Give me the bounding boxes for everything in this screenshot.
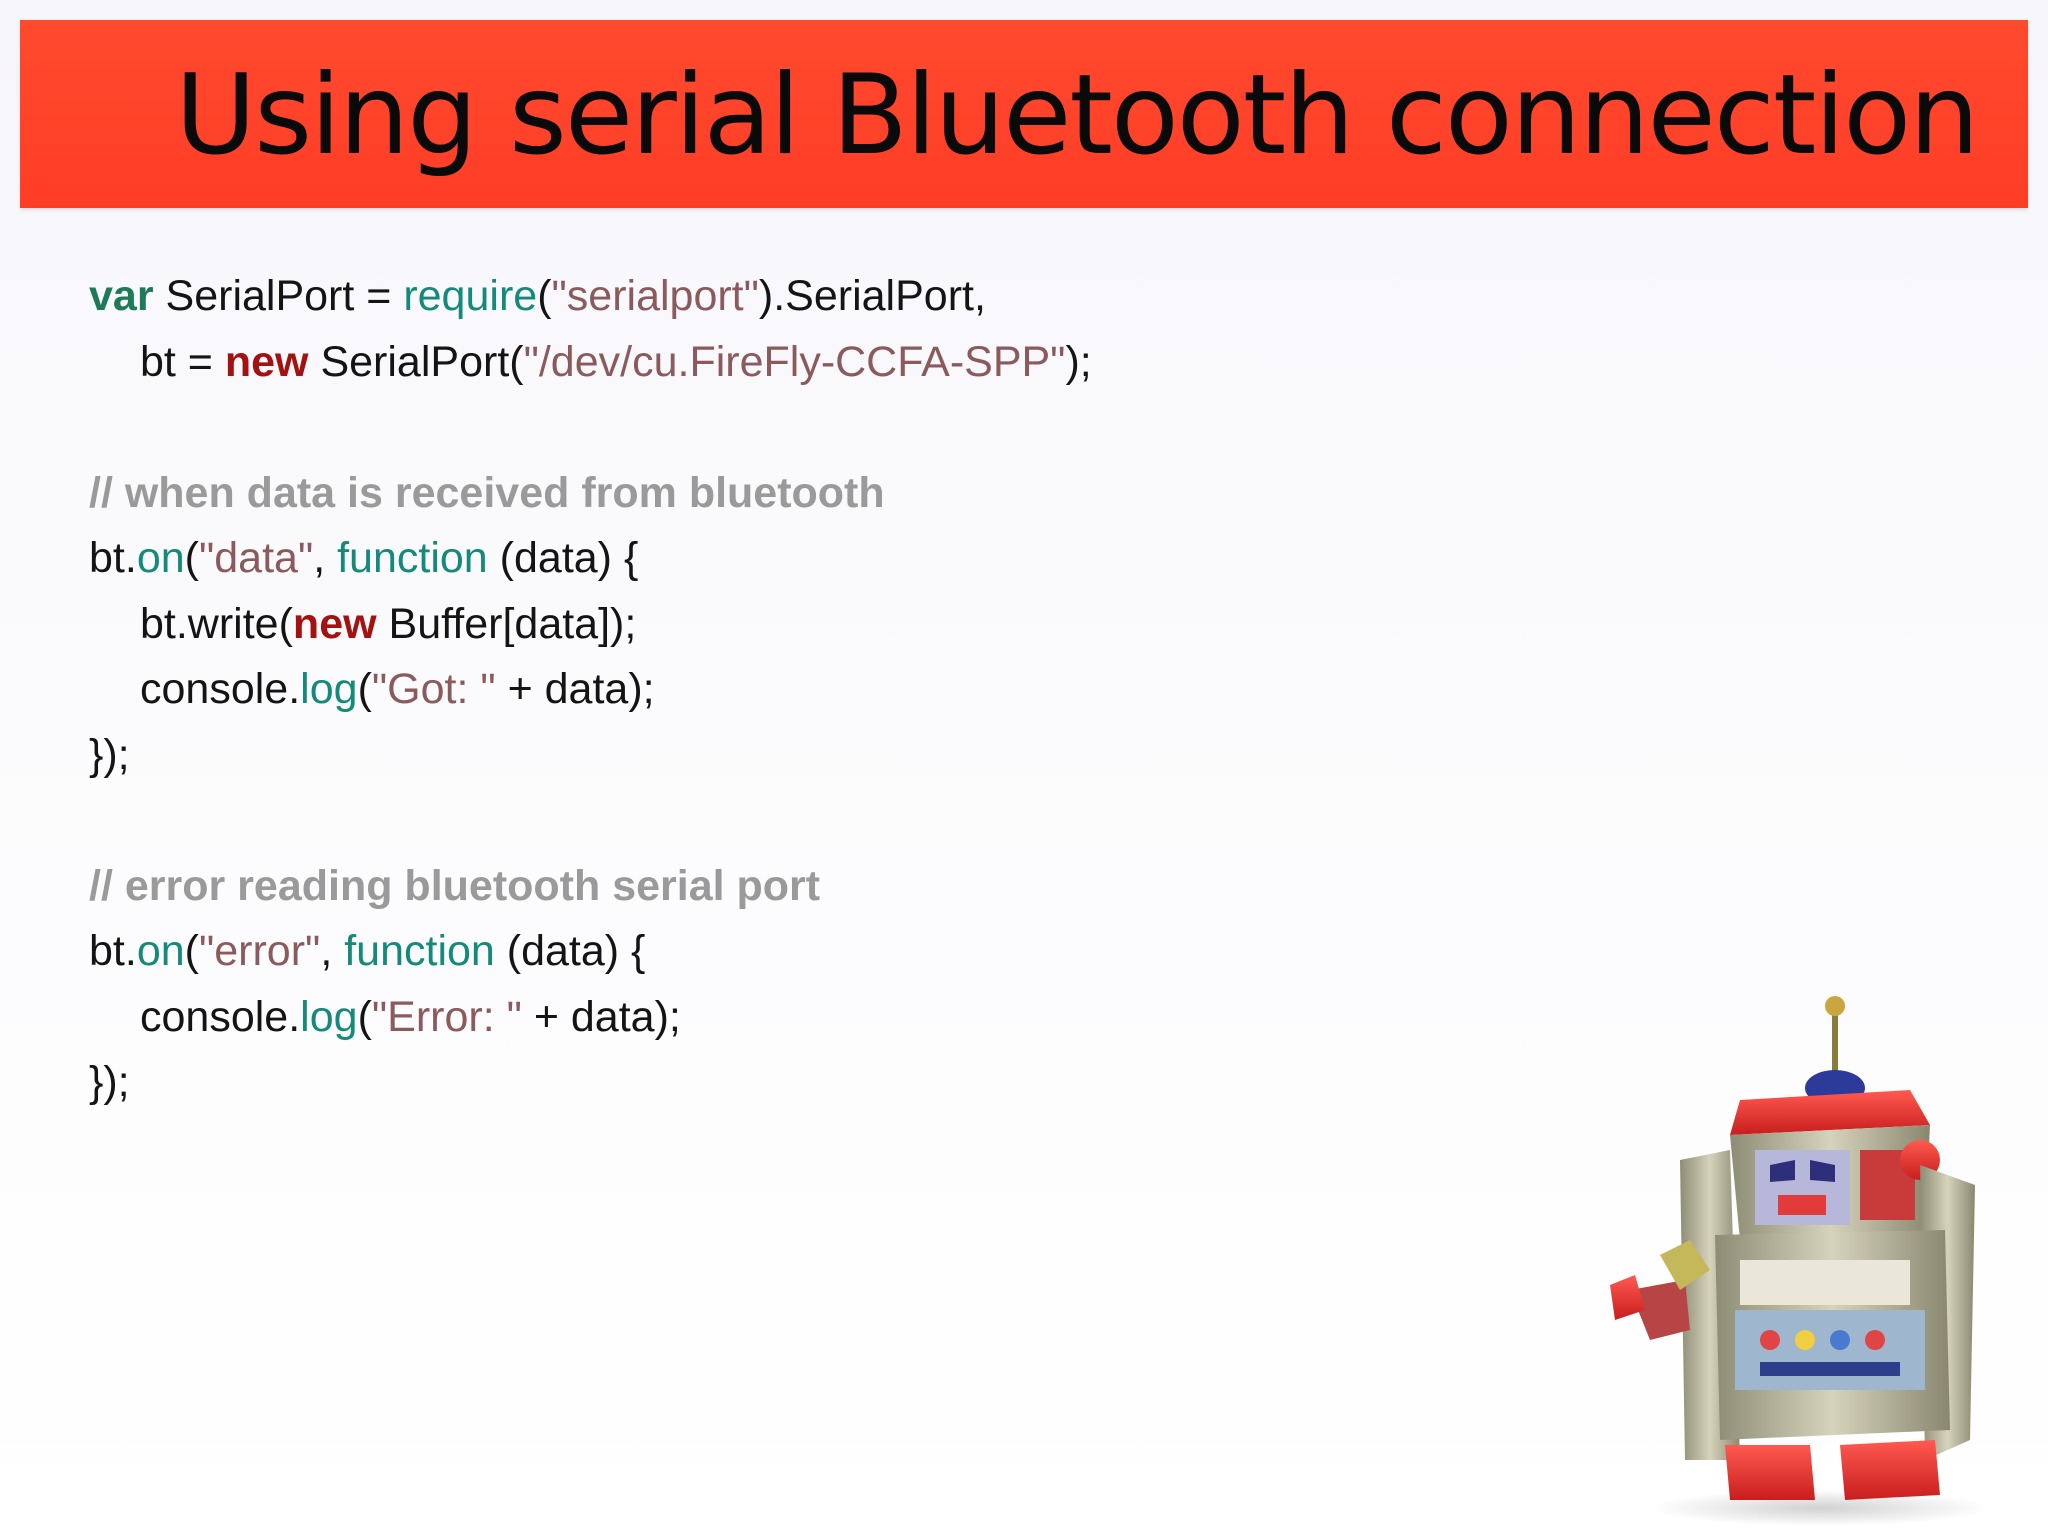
string-literal: "serialport" — [551, 272, 759, 320]
code-text: , — [320, 927, 345, 975]
function-on: on — [136, 927, 185, 975]
string-literal: "/dev/cu.FireFly-CCFA-SPP" — [523, 337, 1066, 386]
code-text: console. — [140, 665, 301, 713]
title-bar: Using serial Bluetooth connection — [20, 20, 2028, 208]
code-line-7: }); — [89, 730, 130, 779]
code-text: bt.write( — [140, 599, 293, 648]
code-text: bt = — [140, 337, 225, 386]
code-text: console. — [140, 992, 301, 1041]
code-text: ).SerialPort, — [758, 272, 986, 320]
code-text: ( — [184, 534, 199, 582]
code-text: + data); — [521, 992, 681, 1041]
keyword-function: function — [344, 927, 495, 975]
code-comment-1: // when data is received from bluetooth — [89, 468, 885, 517]
code-line-6: console.log("Got: " + data); — [89, 657, 1092, 723]
code-text: (data) { — [487, 534, 639, 582]
code-text: ); — [1065, 337, 1092, 386]
code-line-1: var SerialPort = require("serialport").S… — [89, 264, 1092, 330]
keyword-new: new — [224, 337, 309, 386]
code-text: bt. — [89, 927, 137, 975]
code-text: ( — [357, 992, 372, 1041]
string-literal: "error" — [198, 927, 321, 975]
code-text: SerialPort = — [153, 272, 404, 320]
code-text: bt. — [89, 534, 137, 582]
string-literal: "data" — [198, 534, 314, 582]
keyword-function: function — [337, 534, 488, 582]
code-text: (data) { — [494, 927, 646, 975]
blank-line — [89, 788, 1092, 854]
string-literal: "Error: " — [371, 992, 522, 1041]
code-text: SerialPort( — [308, 337, 524, 386]
code-text: , — [313, 534, 338, 582]
function-on: on — [136, 534, 185, 582]
code-text: + data); — [495, 665, 655, 713]
code-line-4: bt.on("data", function (data) { — [89, 526, 1092, 592]
keyword-new: new — [292, 599, 377, 648]
code-line-2: bt = new SerialPort("/dev/cu.FireFly-CCF… — [89, 330, 1092, 396]
code-line-10: console.log("Error: " + data); — [89, 985, 1092, 1051]
code-line-5: bt.write(new Buffer[data]); — [89, 592, 1092, 658]
function-log: log — [300, 665, 358, 713]
code-line-9: bt.on("error", function (data) { — [89, 919, 1092, 985]
code-text: ( — [357, 665, 372, 713]
toy-robot-image — [1610, 996, 1990, 1526]
code-line-11: }); — [89, 1058, 130, 1106]
code-text: Buffer[data]); — [376, 599, 637, 648]
code-text: ( — [537, 272, 552, 320]
slide-title: Using serial Bluetooth connection — [175, 51, 1979, 180]
code-comment-2: // error reading bluetooth serial port — [89, 861, 821, 910]
function-require: require — [403, 272, 538, 320]
function-log: log — [300, 992, 358, 1041]
code-block: var SerialPort = require("serialport").S… — [89, 264, 1092, 1116]
keyword-var: var — [89, 272, 154, 320]
code-text: ( — [184, 927, 199, 975]
string-literal: "Got: " — [371, 665, 496, 713]
blank-line — [89, 395, 1092, 461]
